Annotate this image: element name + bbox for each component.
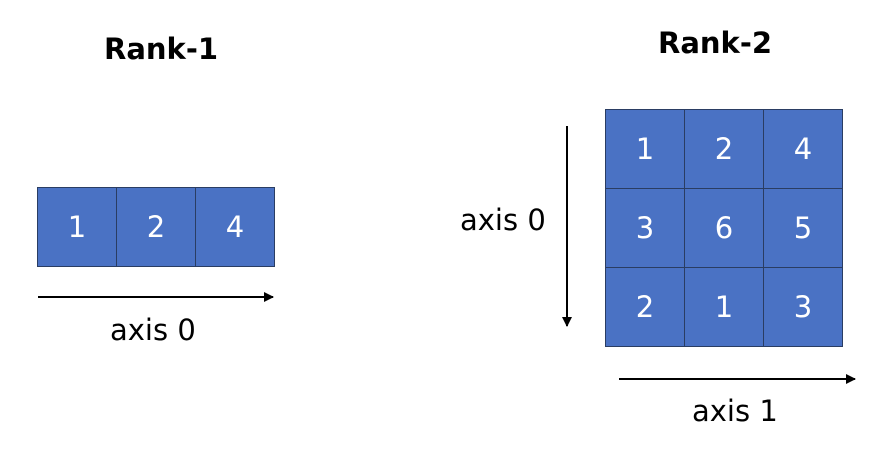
rank-1-cell: 4 — [196, 188, 275, 267]
rank-2-cell: 6 — [685, 189, 764, 268]
rank-2-cell: 3 — [764, 268, 843, 347]
rank-2-cell: 3 — [606, 189, 685, 268]
rank-2-axis-1-label: axis 1 — [692, 394, 778, 428]
rank-1-array: 1 2 4 — [37, 187, 275, 267]
rank-2-cell: 1 — [606, 110, 685, 189]
rank-1-cell: 2 — [117, 188, 196, 267]
rank-1-cell: 1 — [38, 188, 117, 267]
rank-2-cell: 2 — [685, 110, 764, 189]
rank-1-title: Rank-1 — [104, 32, 219, 66]
rank-2-title: Rank-2 — [658, 26, 773, 60]
rank-2-cell: 2 — [606, 268, 685, 347]
rank-2-cell: 4 — [764, 110, 843, 189]
rank-2-cell: 1 — [685, 268, 764, 347]
rank-1-axis-0-label: axis 0 — [110, 313, 196, 347]
rank-2-axis-0-label: axis 0 — [460, 203, 546, 237]
rank-2-cell: 5 — [764, 189, 843, 268]
rank-2-array: 1 2 4 3 6 5 2 1 3 — [605, 109, 843, 347]
